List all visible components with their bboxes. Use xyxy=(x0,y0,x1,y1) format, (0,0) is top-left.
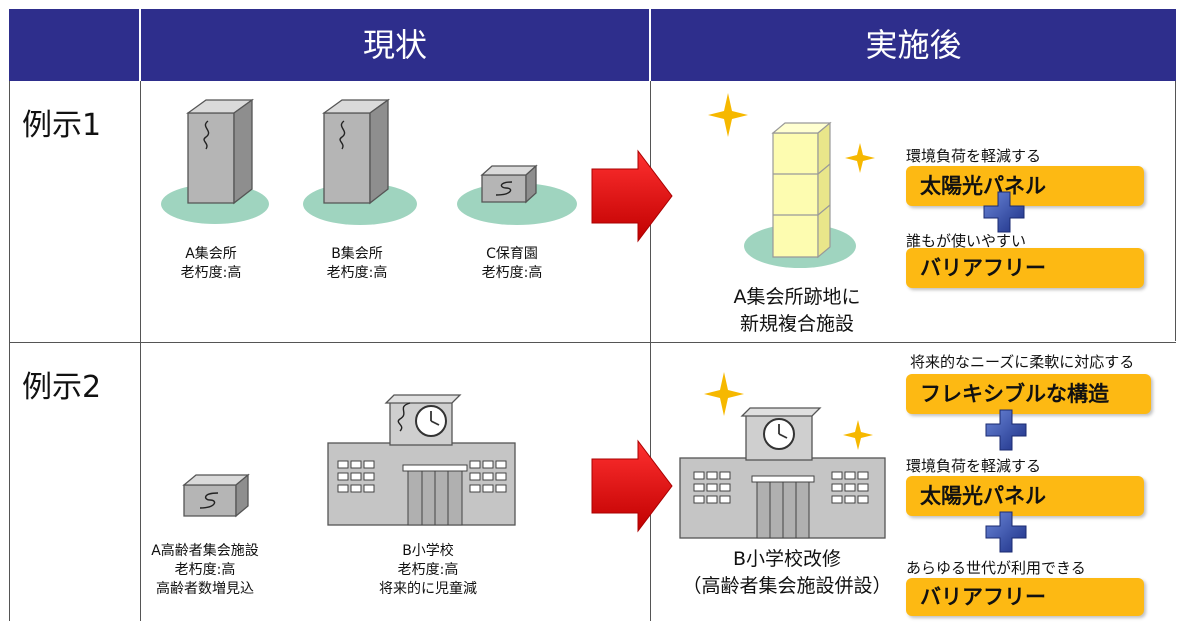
feature-note: 環境負荷を軽減する xyxy=(906,457,1042,475)
feature-box: フレキシブルな構造 xyxy=(906,374,1151,414)
sparkle-icon xyxy=(845,143,875,173)
sparkle-icon xyxy=(704,372,744,416)
facility-name: A集会所 xyxy=(185,246,237,262)
header-current-label: 現状 xyxy=(362,26,427,64)
facility-caption: C保育園 老朽度:高 xyxy=(467,245,557,283)
facility-condition: 老朽度:高 xyxy=(180,265,242,281)
feature-box: 太陽光パネル xyxy=(906,476,1144,516)
header-corner xyxy=(9,9,139,81)
grid-line xyxy=(1175,81,1176,341)
facility-name: C保育園 xyxy=(486,246,538,262)
grid-line xyxy=(140,81,141,621)
clock-icon xyxy=(763,418,795,450)
row-label-example2: 例示2 xyxy=(22,370,102,405)
after-caption-line2: 新規複合施設 xyxy=(739,313,854,335)
after-caption: A集会所跡地に 新規複合施設 xyxy=(712,284,882,338)
facility-name: A高齢者集会施設 xyxy=(151,543,259,559)
plus-icon xyxy=(985,409,1027,451)
feature-box: バリアフリー xyxy=(906,578,1144,616)
building-icon xyxy=(480,164,538,204)
facility-caption: A集会所 老朽度:高 xyxy=(166,245,256,283)
facility-name: B小学校 xyxy=(402,543,454,559)
feature-box: 太陽光パネル xyxy=(906,166,1144,206)
facility-caption: B集会所 老朽度:高 xyxy=(312,245,402,283)
grid-line xyxy=(9,342,1176,343)
feature-note: あらゆる世代が利用できる xyxy=(906,559,1086,577)
school-icon xyxy=(679,407,886,539)
school-icon xyxy=(327,394,516,526)
after-caption-line2: （高齢者集会施設併設） xyxy=(682,575,892,597)
grid-line xyxy=(9,81,10,621)
building-icon xyxy=(771,121,832,259)
after-caption: B小学校改修 （高齢者集会施設併設） xyxy=(672,546,902,600)
building-icon xyxy=(321,98,391,205)
facility-name: B集会所 xyxy=(331,246,383,262)
facility-condition: 老朽度:高 xyxy=(174,562,236,578)
sparkle-icon xyxy=(843,420,873,450)
building-icon xyxy=(185,98,255,205)
row1-current-graphics xyxy=(161,98,577,225)
feature-note: 環境負荷を軽減する xyxy=(906,147,1042,165)
feature-note: 将来的なニーズに柔軟に対応する xyxy=(910,353,1135,371)
facility-extra: 高齢者数増見込 xyxy=(156,581,254,597)
sparkle-icon xyxy=(708,93,748,137)
facility-caption: A高齢者集会施設 老朽度:高 高齢者数増見込 xyxy=(135,542,275,599)
facility-extra: 将来的に児童減 xyxy=(379,581,477,597)
row2-current-graphics xyxy=(182,394,516,526)
row2-after-graphics xyxy=(679,372,886,539)
arrow-right-icon xyxy=(591,439,673,533)
after-caption-line1: A集会所跡地に xyxy=(733,286,861,308)
row-label-example1: 例示1 xyxy=(22,108,102,143)
after-caption-line1: B小学校改修 xyxy=(732,548,842,570)
arrow-right-icon xyxy=(591,149,673,243)
header-after xyxy=(651,9,1176,81)
facility-caption: B小学校 老朽度:高 将来的に児童減 xyxy=(358,542,498,599)
facility-condition: 老朽度:高 xyxy=(397,562,459,578)
header-current xyxy=(141,9,649,81)
clock-icon xyxy=(415,405,447,437)
facility-condition: 老朽度:高 xyxy=(326,265,388,281)
facility-condition: 老朽度:高 xyxy=(481,265,543,281)
feature-box: バリアフリー xyxy=(906,248,1144,288)
feature-note: 誰もが使いやすい xyxy=(906,232,1027,250)
row1-after-graphics xyxy=(708,93,875,268)
plus-icon xyxy=(983,191,1025,233)
header-after-label: 実施後 xyxy=(865,26,962,64)
plus-icon xyxy=(985,511,1027,553)
building-icon xyxy=(182,473,250,518)
grid-line xyxy=(650,81,651,621)
